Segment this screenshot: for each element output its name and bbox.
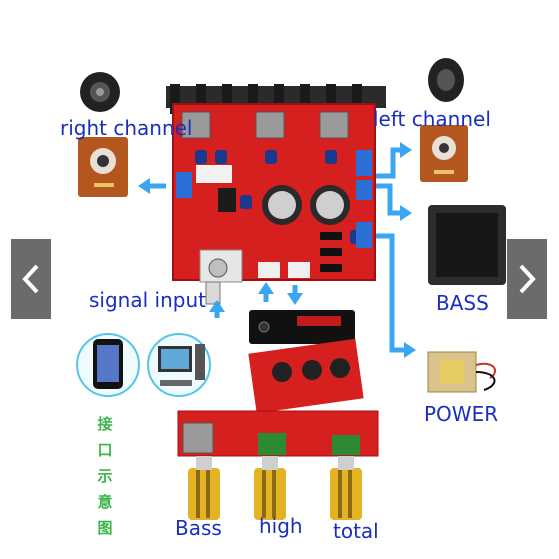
- chevron-right-icon: [519, 264, 536, 294]
- label-power: POWER: [424, 402, 499, 426]
- chevron-left-icon: [22, 264, 39, 294]
- right-speaker-image: [78, 72, 128, 197]
- arrow: [376, 183, 400, 216]
- audio-jack: [205, 281, 221, 305]
- label-knob-total: total: [333, 519, 379, 543]
- carousel-next-button[interactable]: [507, 239, 547, 319]
- arrow: [376, 147, 400, 179]
- label-bass-speaker: BASS: [436, 291, 489, 315]
- transformer-image: [427, 351, 496, 393]
- label-right-channel: right channel: [60, 116, 193, 140]
- label-signal-input: signal input: [89, 288, 206, 312]
- vertical-caption: 接 口 示 意 图: [96, 412, 114, 542]
- vertical-char: 口: [97, 442, 113, 459]
- vertical-char: 示: [97, 468, 113, 485]
- carousel-prev-button[interactable]: [11, 239, 51, 319]
- smartphone-image: [76, 333, 140, 397]
- left-speaker-image: [420, 58, 468, 182]
- volume-control-board: [177, 410, 379, 520]
- bass-subwoofer-image: [428, 205, 506, 285]
- tone-board-image: [248, 338, 364, 414]
- vertical-char: 意: [97, 494, 113, 511]
- label-knob-high: high: [259, 514, 303, 538]
- vertical-char: 图: [97, 520, 113, 537]
- label-left-channel: left channel: [373, 107, 491, 131]
- bluetooth-module-image: [249, 310, 355, 344]
- vertical-char: 接: [97, 416, 113, 433]
- computer-image: [147, 333, 211, 397]
- label-knob-bass: Bass: [175, 516, 222, 540]
- arrow: [376, 233, 404, 353]
